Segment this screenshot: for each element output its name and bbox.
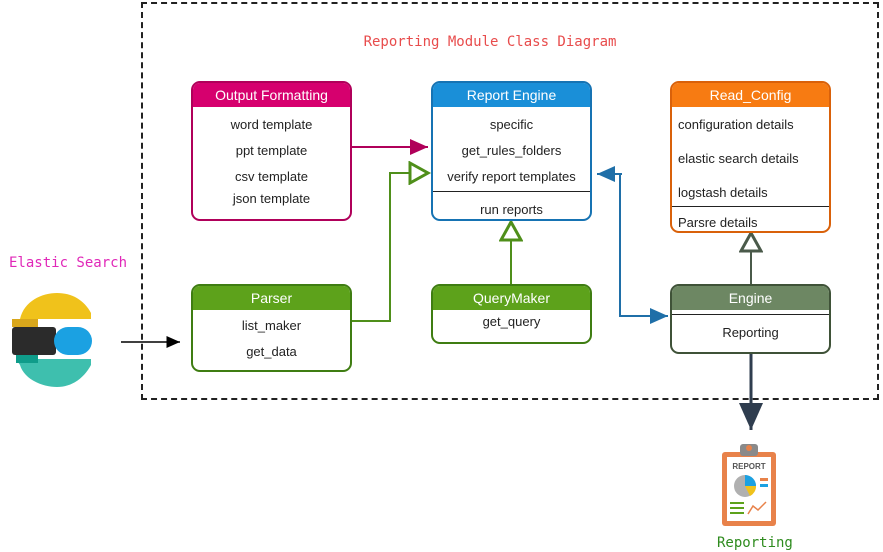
- class-report-engine: Report Engine specific get_rules_folders…: [431, 81, 592, 221]
- diagram-title: Reporting Module Class Diagram: [363, 34, 617, 50]
- attribute: get_rules_folders: [461, 143, 562, 158]
- attribute: ppt template: [235, 143, 308, 158]
- divider: [433, 191, 590, 192]
- class-header: Report Engine: [433, 83, 590, 107]
- class-parser: Parser list_maker get_data: [191, 284, 352, 372]
- attribute: word template: [230, 117, 313, 132]
- elastic-search-label: Elastic Search: [9, 255, 128, 271]
- divider: [672, 314, 829, 315]
- attribute: list_maker: [241, 318, 302, 333]
- attribute: specific: [489, 117, 534, 132]
- attribute: logstash details: [678, 185, 768, 200]
- divider: [672, 206, 829, 207]
- class-query-maker: QueryMaker get_query: [431, 284, 592, 344]
- attribute: configuration details: [678, 117, 794, 132]
- attribute: get_data: [246, 344, 297, 359]
- attribute: verify report templates: [447, 169, 576, 184]
- attribute: get_query: [482, 314, 541, 329]
- attribute: csv template: [235, 169, 308, 184]
- class-header: QueryMaker: [433, 286, 590, 310]
- attribute: json template: [232, 191, 311, 206]
- attribute: elastic search details: [678, 151, 799, 166]
- method: run reports: [480, 202, 543, 217]
- report-icon-text: REPORT: [732, 462, 765, 471]
- engine-report-link: [619, 174, 668, 324]
- class-header: Parser: [193, 286, 350, 310]
- parser-to-report-arrow: [352, 173, 428, 322]
- method: Reporting: [722, 325, 779, 340]
- method: Parsre details: [678, 215, 758, 230]
- report-clipboard-icon: REPORT: [722, 444, 776, 526]
- class-header: Engine: [672, 286, 829, 310]
- class-header: Output Formatting: [193, 83, 350, 107]
- elasticsearch-logo-icon: [12, 293, 92, 387]
- module-boundary: [141, 2, 879, 400]
- reporting-output-label: Reporting: [717, 535, 793, 551]
- class-engine: Engine Reporting: [670, 284, 831, 354]
- class-read-config: Read_Config configuration details elasti…: [670, 81, 831, 233]
- class-output-formatting: Output Formatting word template ppt temp…: [191, 81, 352, 221]
- class-header: Read_Config: [672, 83, 829, 107]
